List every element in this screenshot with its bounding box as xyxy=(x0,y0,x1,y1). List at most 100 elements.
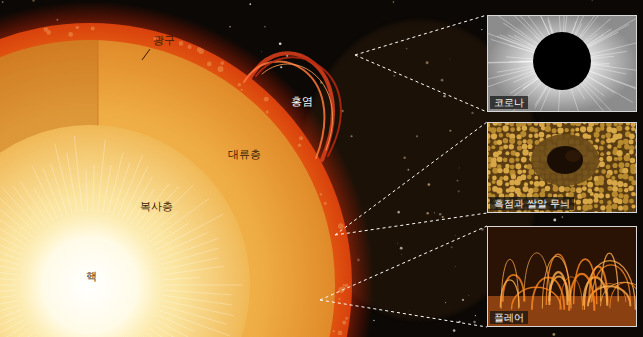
radiative-zone-label: 복사층 xyxy=(140,200,173,213)
granule xyxy=(539,132,545,138)
flare-loop xyxy=(569,274,594,311)
granule xyxy=(188,45,192,49)
granule xyxy=(614,170,618,174)
panel-caption: 플레어 xyxy=(490,311,528,324)
granule xyxy=(594,204,598,208)
granule xyxy=(618,162,624,168)
granule xyxy=(490,161,496,167)
granule xyxy=(630,158,636,164)
ray xyxy=(160,310,230,336)
granule xyxy=(496,127,501,132)
star xyxy=(229,26,231,28)
granule xyxy=(599,181,604,186)
star xyxy=(592,0,593,1)
granule xyxy=(298,143,301,146)
panel-caption: 코로나 xyxy=(490,96,528,109)
granule xyxy=(527,175,532,180)
granule xyxy=(522,144,528,150)
granule xyxy=(617,181,623,187)
flare-loop xyxy=(592,284,626,303)
granule xyxy=(527,164,532,169)
granule xyxy=(491,133,497,139)
granule xyxy=(509,180,515,186)
star xyxy=(553,219,556,222)
granule xyxy=(509,138,515,144)
granule xyxy=(523,139,527,143)
granule xyxy=(524,182,528,186)
granule xyxy=(264,97,269,102)
granule xyxy=(600,126,604,130)
granule xyxy=(533,187,539,193)
star xyxy=(249,3,251,5)
ray xyxy=(155,320,208,337)
granule xyxy=(241,89,243,91)
granule xyxy=(503,144,508,149)
granule xyxy=(517,170,522,175)
granule xyxy=(623,139,629,145)
zoom-line xyxy=(355,15,487,55)
granule xyxy=(587,198,593,204)
flare-loop xyxy=(501,259,519,308)
granule xyxy=(534,176,538,180)
granule xyxy=(343,284,345,286)
ray xyxy=(153,324,199,337)
granule xyxy=(623,183,628,188)
ray xyxy=(158,315,195,331)
ray xyxy=(0,310,20,335)
star xyxy=(32,0,35,2)
corona-photo xyxy=(487,15,637,112)
granule xyxy=(622,174,628,180)
granule xyxy=(529,181,533,185)
granule xyxy=(606,151,610,155)
star xyxy=(475,315,476,316)
granule xyxy=(515,158,519,162)
ray xyxy=(163,295,232,305)
granule xyxy=(629,139,634,144)
granule xyxy=(534,133,539,138)
penumbra xyxy=(531,134,599,186)
granule xyxy=(491,145,495,149)
sunspot-photo xyxy=(487,122,637,213)
flare-loop xyxy=(560,277,583,310)
ray xyxy=(51,164,67,215)
granule xyxy=(601,169,606,174)
granule xyxy=(605,133,611,139)
granule xyxy=(492,176,497,181)
umbra xyxy=(565,150,581,162)
granule xyxy=(611,128,617,134)
granule xyxy=(75,26,79,30)
granule xyxy=(618,156,623,161)
granulation-ground xyxy=(487,122,637,213)
granule xyxy=(509,158,514,163)
prominence xyxy=(244,53,341,160)
granule xyxy=(606,164,611,169)
ray xyxy=(67,153,77,212)
granule xyxy=(514,179,520,185)
granule xyxy=(91,27,95,31)
star xyxy=(2,1,4,3)
granule xyxy=(587,126,593,132)
granule xyxy=(509,144,515,150)
granule xyxy=(571,128,575,132)
zoom-line xyxy=(320,300,487,327)
granule xyxy=(503,167,509,173)
granule xyxy=(503,125,509,131)
granule xyxy=(499,146,503,150)
granule xyxy=(598,193,604,199)
granule xyxy=(541,126,546,131)
ray xyxy=(93,164,95,211)
granule xyxy=(218,66,224,72)
granule xyxy=(517,140,522,145)
granule xyxy=(607,144,611,148)
granule xyxy=(631,192,635,196)
star xyxy=(552,333,555,336)
granule xyxy=(338,331,343,336)
granule xyxy=(505,151,509,155)
core xyxy=(12,207,168,337)
star xyxy=(264,26,265,27)
granule xyxy=(510,164,515,169)
granule xyxy=(617,133,623,139)
granule xyxy=(629,133,635,139)
ray xyxy=(74,136,82,212)
